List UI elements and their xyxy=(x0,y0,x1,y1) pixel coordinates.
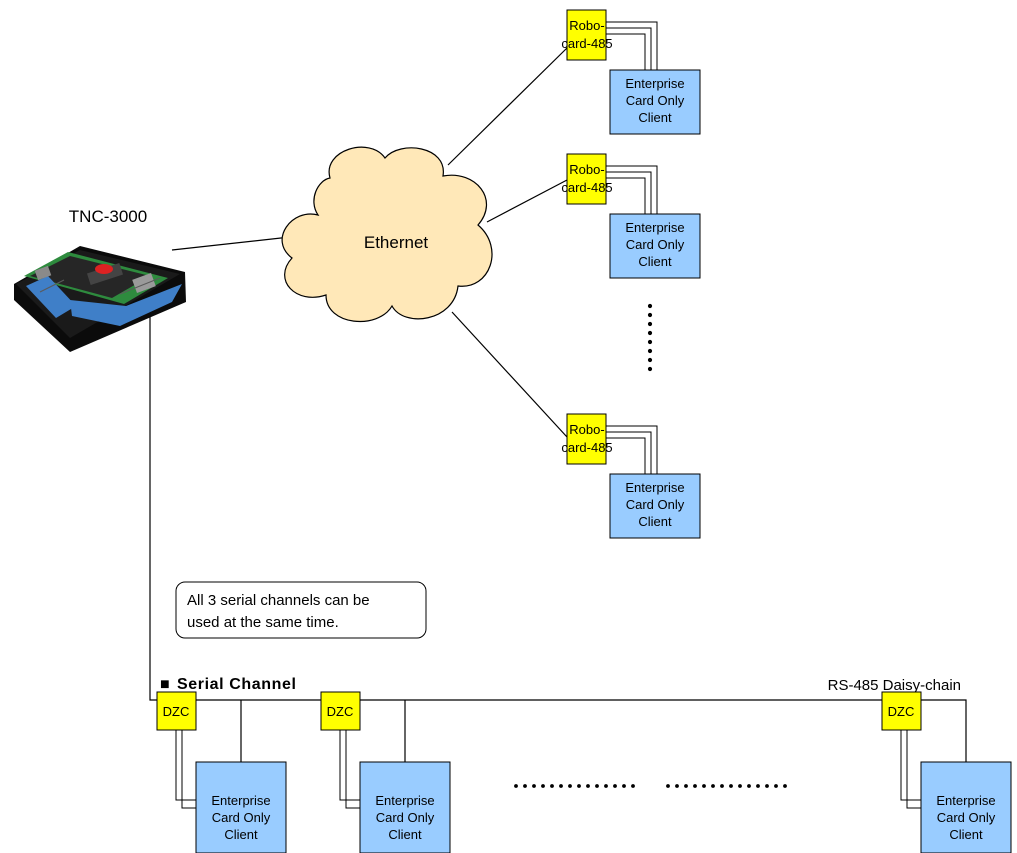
client-box xyxy=(359,761,451,853)
client-label: Card Only xyxy=(626,93,685,108)
client-box xyxy=(609,473,701,539)
robocard-label: Robo- xyxy=(569,422,604,437)
client-label: Client xyxy=(638,110,672,125)
ethernet-label: Ethernet xyxy=(364,233,429,252)
robocard-label: Robo- xyxy=(569,18,604,33)
robocard-box xyxy=(566,9,607,61)
serial-bus-line xyxy=(149,310,967,762)
connection-lines xyxy=(149,47,967,762)
client-label: Enterprise xyxy=(211,793,270,808)
robocard-wire xyxy=(606,27,652,70)
client-box xyxy=(609,69,701,135)
robocard-label: card-485 xyxy=(561,36,612,51)
client-label: Card Only xyxy=(937,810,996,825)
robocard-label: Robo- xyxy=(569,162,604,177)
client-label: Client xyxy=(638,254,672,269)
note-line-2: used at the same time. xyxy=(187,614,339,631)
robocard-wire xyxy=(606,21,658,70)
vertical-ellipsis xyxy=(647,303,653,372)
serial-channel-marker: ■ xyxy=(160,676,170,693)
controller-label: TNC-3000 xyxy=(69,207,147,226)
robocard-wire xyxy=(606,33,646,70)
client-label: Card Only xyxy=(212,810,271,825)
horizontal-ellipsis-2 xyxy=(666,784,787,788)
robocard-wire xyxy=(606,177,646,214)
dzc-label: DZC xyxy=(163,704,190,719)
dzc-wire xyxy=(345,730,360,809)
robocard-group-3: Enterprise Card Only Client Robo- card-4… xyxy=(561,413,701,539)
note-line-1: All 3 serial channels can be xyxy=(187,592,370,609)
dzc-group-1: DZC Enterprise Card Only Client xyxy=(156,691,287,853)
dzc-wire xyxy=(181,730,196,809)
robocard-label: card-485 xyxy=(561,440,612,455)
client-label: Client xyxy=(638,514,672,529)
ethernet-link-robocard-1 xyxy=(447,47,568,166)
client-label: Card Only xyxy=(626,497,685,512)
dzc-group-3: DZC Enterprise Card Only Client xyxy=(881,691,1012,853)
dzc-box xyxy=(881,691,922,731)
dzc-wire xyxy=(175,730,196,801)
ethernet-link-controller xyxy=(171,236,291,251)
client-label: Enterprise xyxy=(625,480,684,495)
horizontal-ellipsis-1 xyxy=(514,784,635,788)
robocard-box xyxy=(566,413,607,465)
dzc-box xyxy=(156,691,197,731)
client-box xyxy=(609,213,701,279)
robocard-wire xyxy=(606,165,658,214)
robocard-label: card-485 xyxy=(561,180,612,195)
dzc-label: DZC xyxy=(888,704,915,719)
note-callout: All 3 serial channels can be used at the… xyxy=(175,581,427,639)
ethernet-cloud: Ethernet xyxy=(281,146,493,323)
dzc-group-2: DZC Enterprise Card Only Client xyxy=(320,691,451,853)
client-label: Enterprise xyxy=(625,220,684,235)
dzc-wire xyxy=(900,730,921,801)
robocard-wire xyxy=(606,171,652,214)
dzc-label: DZC xyxy=(327,704,354,719)
ethernet-link-robocard-3 xyxy=(451,311,568,438)
dzc-box xyxy=(320,691,361,731)
controller-board-icon xyxy=(14,246,186,352)
client-label: Card Only xyxy=(626,237,685,252)
robocard-box xyxy=(566,153,607,205)
dzc-wire xyxy=(339,730,360,801)
client-label: Enterprise xyxy=(375,793,434,808)
client-label: Enterprise xyxy=(936,793,995,808)
client-label: Client xyxy=(224,827,258,842)
client-box xyxy=(920,761,1012,853)
client-label: Client xyxy=(388,827,422,842)
rs485-daisy-chain-label: RS-485 Daisy-chain xyxy=(828,677,961,694)
robocard-group-1: Enterprise Card Only Client Robo- card-4… xyxy=(561,9,701,135)
robocard-wire xyxy=(606,431,652,474)
client-label: Enterprise xyxy=(625,76,684,91)
robocard-group-2: Enterprise Card Only Client Robo- card-4… xyxy=(561,153,701,279)
client-label: Card Only xyxy=(376,810,435,825)
client-box xyxy=(195,761,287,853)
dzc-wire xyxy=(906,730,921,809)
serial-channel-label: Serial Channel xyxy=(177,676,297,693)
robocard-wire xyxy=(606,425,658,474)
cloud-icon xyxy=(281,146,493,323)
ethernet-link-robocard-2 xyxy=(486,179,568,223)
robocard-wire xyxy=(606,437,646,474)
client-label: Client xyxy=(949,827,983,842)
